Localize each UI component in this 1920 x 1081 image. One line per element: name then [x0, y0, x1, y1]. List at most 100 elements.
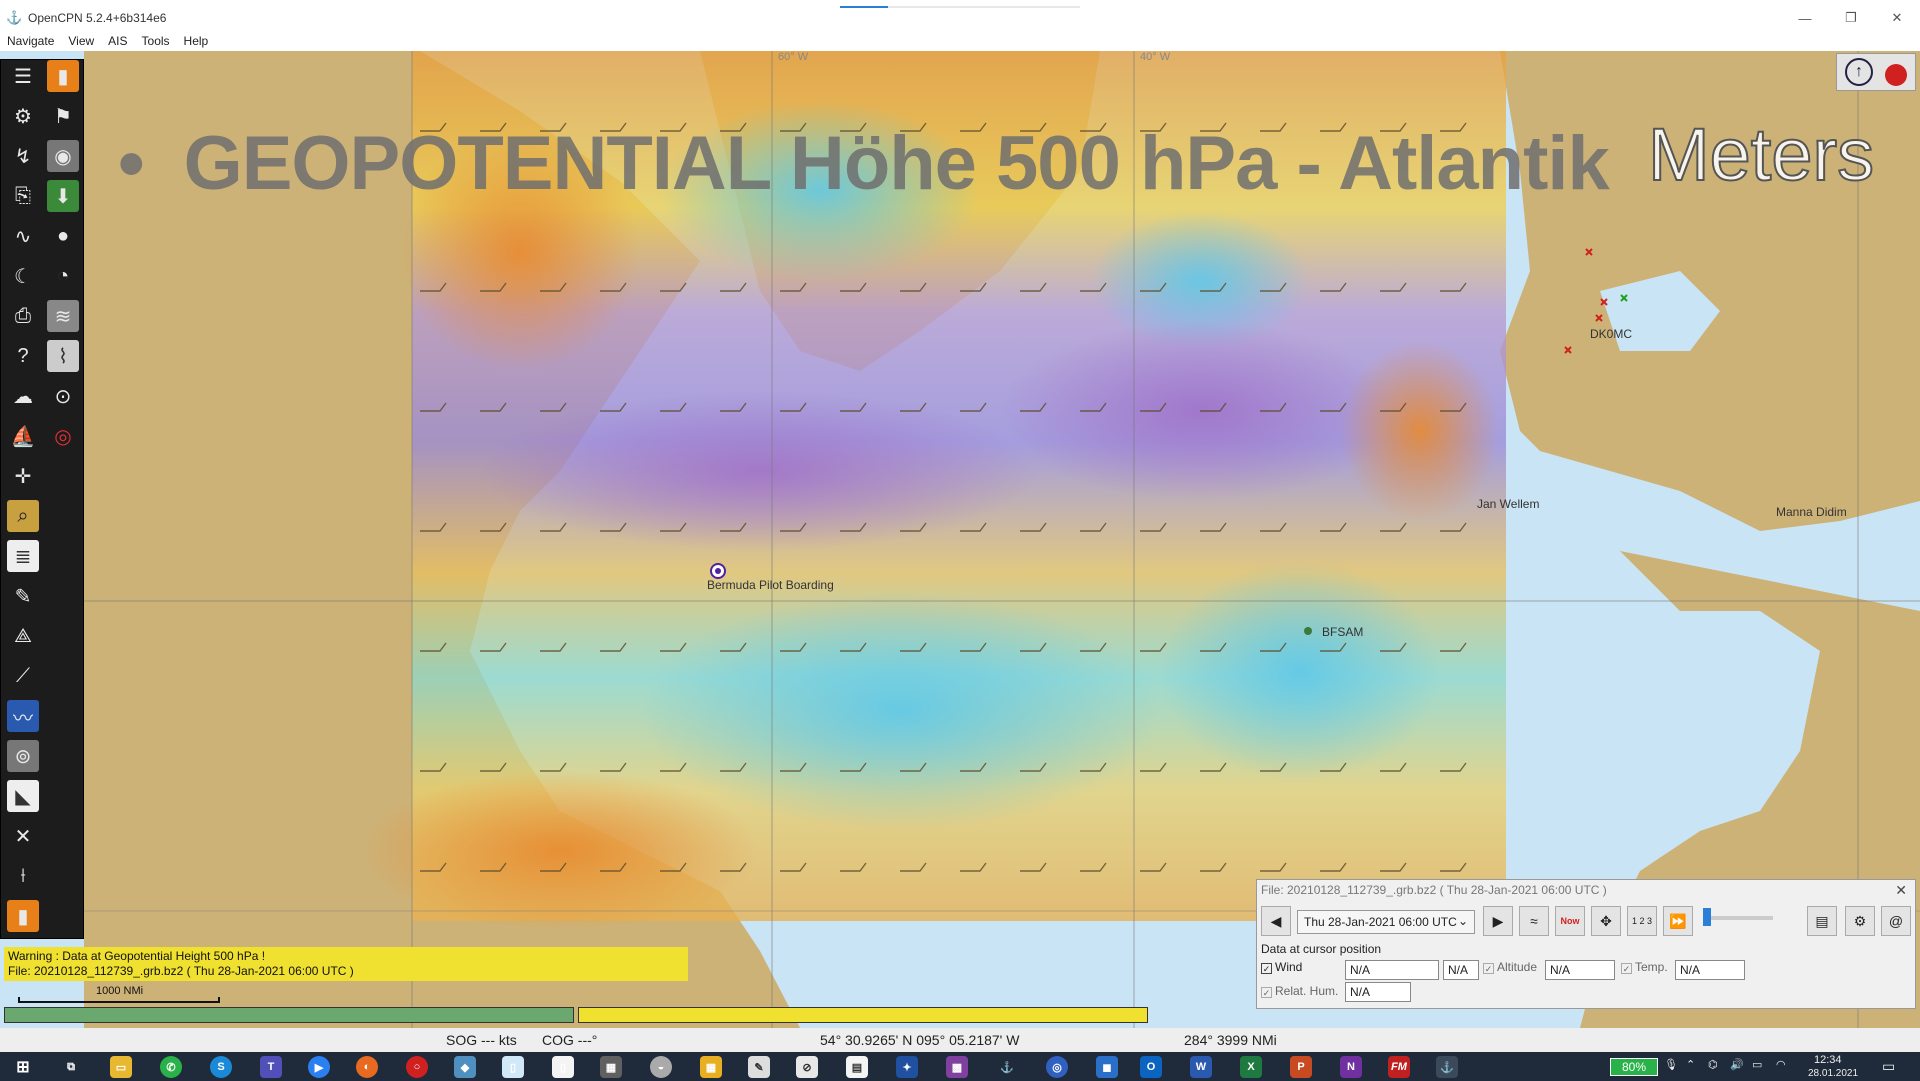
list-icon[interactable]: ≣	[7, 540, 39, 572]
crosshair-icon[interactable]: ✛	[14, 465, 32, 488]
slider-handle[interactable]	[1703, 908, 1711, 926]
app5-icon[interactable]: ⊘	[796, 1056, 818, 1078]
lifebuoy-icon[interactable]: ◎	[54, 425, 72, 448]
humidity-checkbox[interactable]: ✓Relat. Hum.	[1261, 984, 1338, 998]
plugin-icon[interactable]: ▮	[7, 900, 39, 932]
opera-icon[interactable]: ○	[406, 1056, 428, 1078]
menu-ais[interactable]: AIS	[108, 33, 128, 48]
app1-icon[interactable]: ◆	[454, 1056, 476, 1078]
powerpoint-icon[interactable]: P	[1290, 1056, 1312, 1078]
edit-route-icon[interactable]: ✎	[14, 585, 32, 608]
zoom-to-center-icon[interactable]: ✥	[1591, 906, 1621, 936]
altitude-check-icon[interactable]: ✓	[1483, 963, 1494, 974]
altitude-checkbox[interactable]: ✓Altitude	[1483, 960, 1537, 974]
prev-time-button[interactable]: ◀	[1261, 906, 1291, 936]
graph-icon[interactable]: ⌇	[47, 340, 79, 372]
sail-icon[interactable]: ◣	[7, 780, 39, 812]
chart-canvas[interactable]: Bermuda Pilot Boarding DK0MC Jan Wellem …	[0, 51, 1920, 1028]
app10-icon[interactable]: ◼	[1096, 1056, 1118, 1078]
label-dk0mc[interactable]: DK0MC	[1590, 327, 1633, 341]
temp-check-icon[interactable]: ✓	[1621, 963, 1632, 974]
minimize-icon[interactable]: —	[1798, 10, 1812, 26]
pen-icon[interactable]: ✎	[748, 1056, 770, 1078]
whatsapp-icon[interactable]: ✆	[160, 1056, 182, 1078]
chart-line-icon[interactable]: 〰	[7, 700, 39, 732]
menu-navigate[interactable]: Navigate	[7, 33, 55, 48]
geo-pot-icon[interactable]: ≈	[1519, 906, 1549, 936]
settings-icon[interactable]: ⚙	[14, 105, 32, 128]
chart-bar-icon[interactable]: ▮	[47, 60, 79, 92]
label-jan-wellem[interactable]: Jan Wellem	[1477, 497, 1540, 511]
time-select[interactable]: Thu 28-Jan-2021 06:00 UTC⌄	[1297, 910, 1475, 934]
opencpn-taskbar-icon[interactable]: ⚓	[1436, 1056, 1458, 1078]
clock-icon[interactable]: ⊙	[54, 385, 72, 408]
volume-icon[interactable]: 🔊	[1730, 1059, 1744, 1071]
open-file-icon[interactable]: ▤	[1807, 906, 1837, 936]
taskview-icon[interactable]: ⧉	[67, 1060, 75, 1073]
app6-icon[interactable]: ✦	[896, 1056, 918, 1078]
wind-checkbox[interactable]: ✓Wind	[1261, 960, 1302, 974]
zoom-search-icon[interactable]: ⌕	[7, 500, 39, 532]
chart-bar-yellow[interactable]	[578, 1007, 1148, 1023]
temp-checkbox[interactable]: ✓Temp.	[1621, 960, 1668, 974]
wifi-icon[interactable]: ◠	[1776, 1059, 1786, 1071]
time-slider[interactable]	[1703, 908, 1773, 926]
menu-tools[interactable]: Tools	[141, 33, 170, 48]
label-manna-didim[interactable]: Manna Didim	[1776, 505, 1847, 519]
weather-icon[interactable]: ☁	[13, 385, 33, 408]
x-marker-icon[interactable]: ✕	[14, 825, 32, 848]
explorer-icon[interactable]: ▭	[110, 1056, 132, 1078]
humidity-check-icon[interactable]: ✓	[1261, 987, 1272, 998]
chart-bar-green[interactable]	[4, 1007, 574, 1023]
menu-view[interactable]: View	[68, 33, 95, 48]
battery-indicator[interactable]: 80%	[1610, 1058, 1658, 1076]
copy-icon[interactable]: ⎘	[15, 184, 31, 207]
firefox-icon[interactable]: ◐	[356, 1056, 378, 1078]
sailing-icon[interactable]: ⛵	[10, 425, 36, 448]
notes-icon[interactable]: ▤	[846, 1056, 868, 1078]
dashboard-icon[interactable]: ◔	[56, 264, 70, 287]
route-icon[interactable]: ↯	[14, 145, 32, 168]
clock-time[interactable]: 12:34	[1814, 1054, 1842, 1066]
label-bermuda-pilot[interactable]: Bermuda Pilot Boarding	[707, 578, 834, 592]
onenote-icon[interactable]: N	[1340, 1056, 1362, 1078]
app4-icon[interactable]: ▦	[700, 1056, 722, 1078]
layers-icon[interactable]: ≋	[47, 300, 79, 332]
waypoint-icon[interactable]: ⟁	[14, 624, 32, 647]
app2-icon[interactable]: ▯	[502, 1056, 524, 1078]
start-icon[interactable]: ⊞	[16, 1059, 30, 1076]
satellite-icon[interactable]: ⟊	[20, 864, 26, 887]
play-icon[interactable]: ⏩	[1663, 906, 1693, 936]
help-icon[interactable]: ?	[17, 344, 29, 367]
night-mode-icon[interactable]: ☾	[14, 265, 32, 288]
mic-icon[interactable]: 🎙	[1664, 1059, 1678, 1071]
files-icon[interactable]: ▯	[552, 1056, 574, 1078]
grib-settings-icon[interactable]: ⚙	[1845, 906, 1875, 936]
notification-icon[interactable]: ▭	[1882, 1058, 1896, 1074]
excel-icon[interactable]: X	[1240, 1056, 1262, 1078]
fm-icon[interactable]: FM	[1388, 1056, 1410, 1078]
globe-icon[interactable]: ●	[56, 224, 70, 247]
teams-icon[interactable]: T	[260, 1056, 282, 1078]
close-icon[interactable]: ✕	[1891, 10, 1903, 25]
track-icon[interactable]: ∿	[14, 225, 32, 248]
download-icon[interactable]: ⬇	[47, 180, 79, 212]
restore-icon[interactable]: ❐	[1845, 10, 1857, 25]
calc-icon[interactable]: ▦	[600, 1056, 622, 1078]
outlook-icon[interactable]: O	[1140, 1056, 1162, 1078]
battery-icon[interactable]: ▭	[1752, 1059, 1763, 1071]
clock-date[interactable]: 28.01.2021	[1808, 1068, 1859, 1079]
chevron-up-icon[interactable]: ⌃	[1686, 1059, 1696, 1071]
zoom-icon[interactable]: ▶	[308, 1056, 330, 1078]
compass-widget[interactable]: ↑	[1836, 53, 1916, 91]
grib-close-icon[interactable]: ✕	[1895, 882, 1907, 898]
request-icon[interactable]: @	[1881, 906, 1911, 936]
word-icon[interactable]: W	[1190, 1056, 1212, 1078]
menu-hamburger-icon[interactable]: ☰	[14, 65, 32, 88]
app9-icon[interactable]: ◎	[1046, 1056, 1068, 1078]
skype-icon[interactable]: S	[210, 1056, 232, 1078]
app8-icon[interactable]: ⚓	[1000, 1061, 1014, 1074]
menu-help[interactable]: Help	[183, 33, 209, 48]
numbers-icon[interactable]: 1 2 3	[1627, 906, 1657, 936]
network-icon[interactable]: ⌬	[1708, 1059, 1718, 1071]
